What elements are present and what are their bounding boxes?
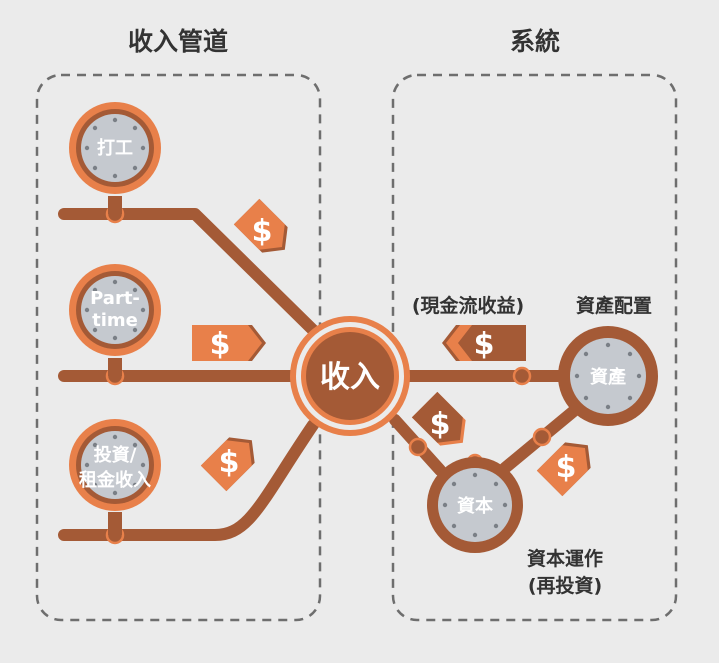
caption-cashflow: (現金流收益) — [412, 294, 524, 317]
capital-node: 資本 — [427, 457, 523, 553]
stem-invest — [108, 512, 122, 535]
income-label: 收入 — [320, 360, 380, 395]
income-node: 收入 — [290, 316, 410, 436]
source-label-parttime-1: Part- — [90, 288, 140, 309]
assets-node: 資產 — [558, 326, 658, 426]
income-channels-title: 收入管道 — [128, 27, 228, 56]
dollar-tag-reinvest — [536, 442, 591, 497]
source-label-invest-1: 投資/ — [94, 444, 137, 466]
dollar-sign-work: $ — [252, 214, 273, 249]
dollar-sign-invest: $ — [219, 445, 240, 480]
assets-label: 資產 — [590, 366, 626, 388]
source-label-parttime-2: time — [92, 310, 138, 331]
connector-capital — [408, 437, 428, 457]
dollar-tag-capital — [411, 391, 466, 446]
system-title: 系統 — [510, 27, 560, 56]
caption-allocation: 資產配置 — [576, 294, 652, 317]
source-label-work: 打工 — [97, 137, 133, 159]
source-node-work: 打工 — [69, 102, 161, 194]
pipe-invest-to-income — [58, 419, 319, 541]
dollar-sign-cashflow: $ — [474, 327, 495, 362]
caption-operation-1: 資本運作 — [527, 547, 603, 570]
connector-assets — [512, 366, 532, 386]
dollar-sign-capital: $ — [430, 407, 451, 442]
caption-operation-2: (再投資) — [528, 574, 602, 597]
dollar-tag-parttime — [192, 325, 266, 361]
capital-label: 資本 — [457, 495, 493, 517]
dollar-tag-cashflow — [442, 325, 526, 361]
connector-capital-assets — [532, 427, 552, 447]
source-node-parttime: Part- time — [69, 264, 161, 356]
pipes — [58, 208, 581, 541]
stem-work — [108, 196, 122, 214]
source-node-invest: 投資/ 租金收入 — [69, 419, 161, 511]
source-label-invest-2: 租金收入 — [79, 469, 151, 491]
dollar-sign-reinvest: $ — [556, 450, 577, 485]
stem-parttime — [108, 358, 122, 376]
system-box — [391, 73, 678, 622]
dollar-sign-parttime: $ — [210, 327, 231, 362]
